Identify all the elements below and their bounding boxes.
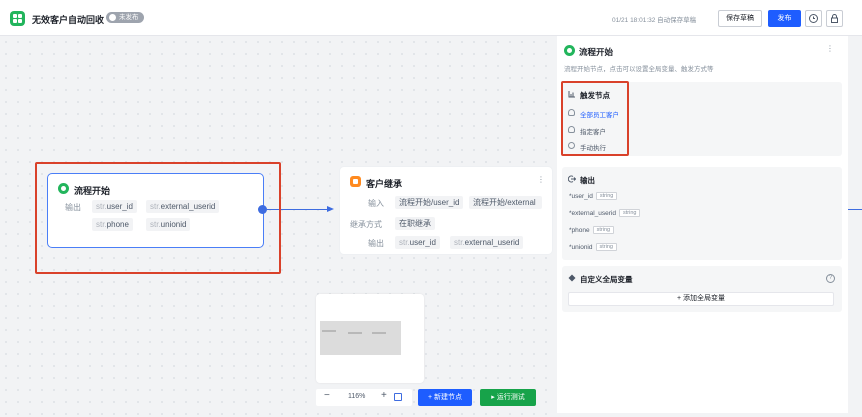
output-chip: str.external_userid [146,200,220,213]
chart-icon [568,91,575,98]
top-bar: 无效客户自动回收 未发布 01/21 18:01:32 自动保存草稿 保存草稿 … [0,0,862,36]
new-node-button[interactable]: + 新建节点 [418,389,472,406]
clock-icon [568,142,575,149]
edge-line [267,209,329,210]
history-icon [809,14,818,23]
autosave-time: 01/21 18:01:32 自动保存草稿 [612,17,697,24]
output-chip: str.phone [92,218,133,231]
minimap-node [372,332,386,334]
zoom-level: 116% [348,393,366,400]
add-global-var-button[interactable]: + 添加全局变量 [568,292,834,306]
output-chip: str.user_id [92,200,137,213]
section-title: 输出 [580,176,595,185]
zoom-in-button[interactable]: + [381,390,387,401]
method-label: 继承方式 [350,220,382,229]
lock-icon [831,14,838,23]
more-icon[interactable]: ⋮ [826,44,834,53]
output-label: 输出 [368,239,384,248]
section-title: 自定义全局变量 [580,275,633,284]
method-chip: 在职继承 [395,217,435,230]
trigger-section: 触发节点 全部员工客户 指定客户 手动执行 [562,82,842,156]
more-icon[interactable]: ⋮ [537,175,545,184]
status-dot-icon [109,14,116,21]
minimap-viewport[interactable] [320,321,401,355]
node-customer-inherit[interactable]: 客户继承 ⋮ 输入 流程开始/user_id 流程开始/external 继承方… [339,166,553,255]
connector-handle[interactable] [258,205,267,214]
person-icon [568,109,575,116]
save-draft-button[interactable]: 保存草稿 [718,10,762,27]
zoom-controls: − 116% + [316,389,412,406]
start-icon [564,45,575,56]
zoom-out-button[interactable]: − [324,390,330,401]
publish-button[interactable]: 发布 [768,10,801,27]
flow-canvas[interactable] [0,36,556,417]
minimap-node [322,330,336,332]
page-title: 无效客户自动回收 [32,15,105,25]
panel-description: 流程开始节点，点击可以设置全局变量、触发方式等 [564,66,714,73]
output-chip: str.user_id [395,236,440,249]
node-title: 流程开始 [74,186,111,196]
edge-arrow-icon [327,206,334,212]
status-badge: 未发布 [106,12,144,23]
output-label: 输出 [65,203,81,212]
help-icon[interactable]: ? [826,274,835,283]
fit-view-icon[interactable] [394,393,402,401]
lock-button[interactable] [826,10,843,27]
diamond-icon [568,274,576,282]
minimap[interactable] [316,294,424,383]
run-test-button[interactable]: ▸ 运行测试 [480,389,536,406]
person-icon [568,126,575,133]
output-chip: str.external_userid [450,236,524,249]
input-chip: 流程开始/external [469,196,542,209]
output-chip: str.unionid [146,218,191,231]
node-flow-start[interactable]: 流程开始 输出 str.user_id str.external_userid … [47,173,264,248]
history-button[interactable] [805,10,822,27]
inherit-icon [350,176,361,187]
input-chip: 流程开始/user_id [395,196,464,209]
minimap-node [348,332,362,334]
global-vars-section: 自定义全局变量 ? + 添加全局变量 [562,266,842,312]
panel-title: 流程开始 [579,47,614,57]
edge-line [848,209,862,210]
node-title: 客户继承 [366,179,403,189]
section-title: 触发节点 [580,91,610,100]
node-settings-panel: 流程开始 ⋮ 流程开始节点，点击可以设置全局变量、触发方式等 触发节点 全部员工… [557,36,848,413]
output-icon [568,175,576,183]
input-label: 输入 [368,199,384,208]
start-icon [58,183,69,194]
flow-app-icon [10,11,25,26]
